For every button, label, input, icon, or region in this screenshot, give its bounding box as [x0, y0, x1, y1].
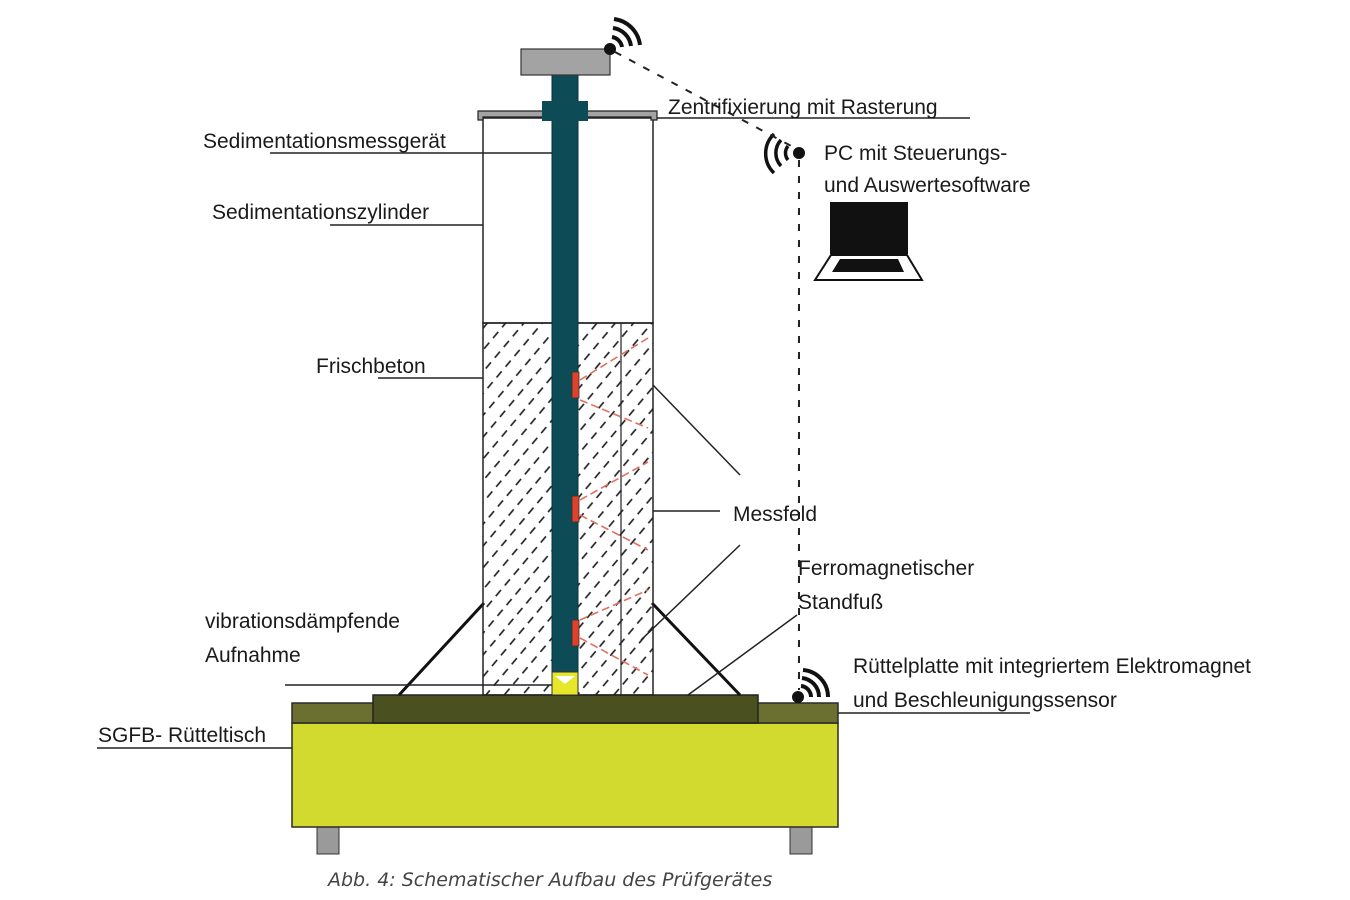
table-leg-right — [789, 825, 813, 855]
label-standfuss-line1: Ferromagnetischer — [798, 557, 974, 580]
shaker-table-body — [291, 722, 839, 828]
label-zentrifixierung: Zentrifixierung mit Rasterung — [668, 96, 938, 119]
laptop-icon — [813, 202, 924, 281]
label-ruettelplatte-line1: Rüttelplatte mit integriertem Elektromag… — [853, 655, 1251, 678]
wifi-icon-pc — [763, 132, 805, 175]
label-aufnahme-line1: vibrationsdämpfende — [205, 610, 400, 633]
wifi-icon-top — [604, 17, 642, 55]
label-aufnahme-line2: Aufnahme — [205, 644, 301, 667]
wifi-icon-plate — [792, 668, 831, 703]
strut-right — [650, 601, 742, 697]
sensor-1 — [571, 371, 580, 399]
label-frischbeton: Frischbeton — [316, 355, 426, 378]
measuring-head — [520, 48, 611, 76]
strut-left — [397, 601, 486, 697]
label-pc-line1: PC mit Steuerungs- — [824, 142, 1007, 165]
measurement-field-lines — [579, 337, 649, 676]
label-ruetteltisch: SGFB- Rütteltisch — [98, 724, 266, 747]
rod-foot-notch — [555, 676, 575, 684]
label-pc-line2: und Auswertesoftware — [824, 174, 1031, 197]
comm-line-top — [614, 51, 796, 149]
sensor-3 — [571, 619, 580, 647]
label-ruettelplatte-line2: und Beschleunigungssensor — [853, 689, 1117, 712]
rod-collar — [542, 101, 588, 121]
label-messgeraet: Sedimentationsmessgerät — [203, 130, 446, 153]
label-messfeld: Messfeld — [733, 503, 817, 526]
table-leg-left — [316, 825, 340, 855]
figure-caption: Abb. 4: Schematischer Aufbau des Prüfger… — [326, 869, 772, 891]
leader-lines — [97, 117, 1030, 749]
label-standfuss-line2: Standfuß — [798, 591, 883, 614]
vibration-plate — [372, 694, 759, 724]
sensor-2 — [571, 495, 580, 523]
label-zylinder: Sedimentationszylinder — [212, 201, 429, 224]
